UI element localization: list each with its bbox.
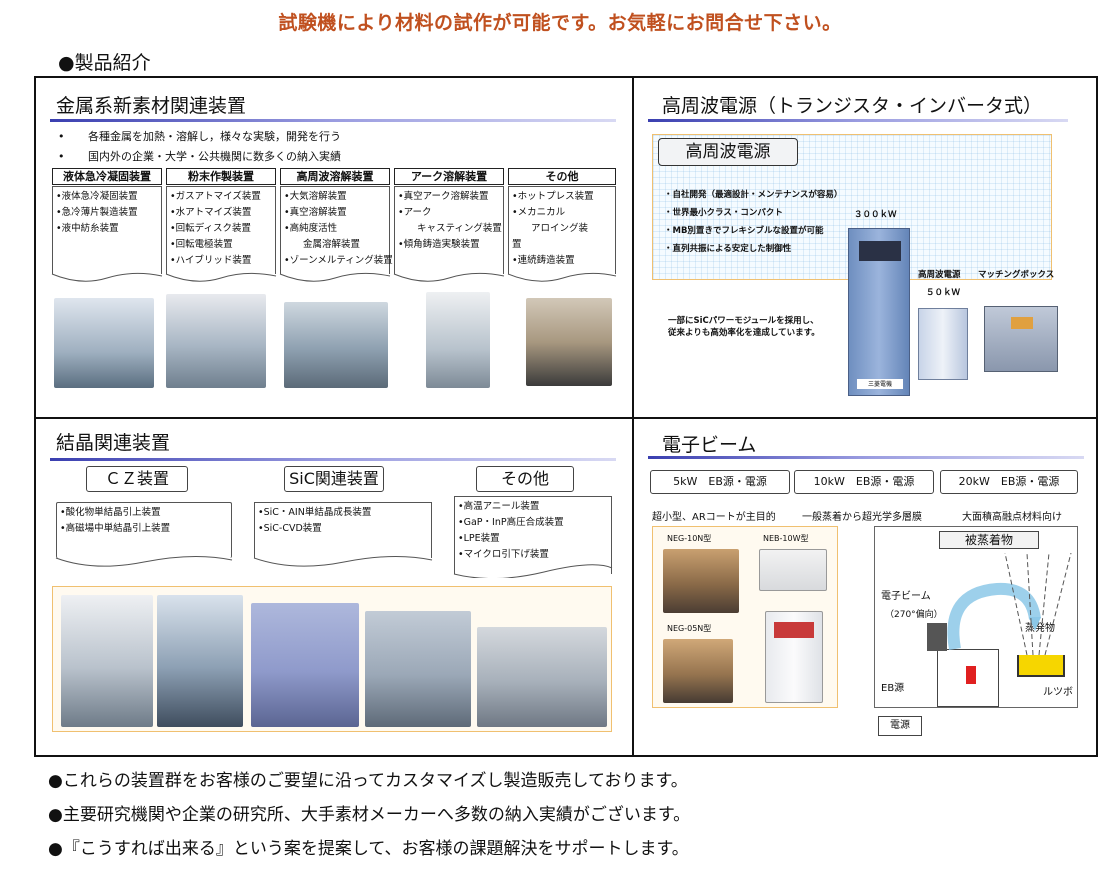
crystal-cat-label-1: ＣＺ装置 [86, 466, 188, 492]
label-300kw: ３００ｋＷ [854, 210, 897, 220]
divider-vertical [632, 78, 634, 755]
eb-tag-10kw: 10kW EB源・電源 [794, 470, 934, 494]
photo-neg05n [663, 639, 733, 703]
diagram-power: 電源 [878, 716, 922, 736]
photo-hot-press [526, 298, 612, 386]
metal-cat-label-2: 粉末作製装置 [166, 168, 276, 185]
eb-diagram: 被蒸着物 電子ビーム （270°偏向） 蒸発物 ルツボ EB源 [874, 526, 1078, 708]
diagram-filament [927, 623, 947, 651]
title-underline [50, 458, 616, 461]
photo-neg10n [663, 549, 739, 613]
crystal-cat-list-1: •酸化物単結晶引上装置•高磁場中単結晶引上装置 [56, 502, 232, 558]
diagram-eb-source [937, 649, 999, 707]
product-grid: 金属系新素材関連装置 •各種金属を加熱・溶解し，様々な実験，開発を行う •国内外… [34, 76, 1098, 757]
photo-neb10w [759, 549, 827, 591]
panel-title-metal: 金属系新素材関連装置 [56, 95, 247, 117]
wave-edges [55, 555, 613, 578]
photo-induction-melter [284, 302, 388, 388]
hf-feature-1: ・自社開発（最適設計・メンテナンスが容易） [664, 190, 843, 200]
metal-cat-list-1: •液体急冷凝固装置•急冷薄片製造装置•液中紡糸装置 [52, 186, 162, 274]
crystal-cat-label-3: その他 [476, 466, 574, 492]
photo-eb-cabinet [765, 611, 823, 703]
diagram-target: 被蒸着物 [939, 531, 1039, 549]
label-hf-power: 高周波電源 [918, 270, 961, 280]
hf-subtitle: 高周波電源 [658, 138, 798, 166]
diagram-deflect-label: （270°偏向） [885, 610, 943, 620]
diagram-beam-path [947, 553, 1072, 656]
metal-cat-list-5: •ホットプレス装置•メカニカル アロイング装置•連続鋳造装置 [508, 186, 616, 274]
hf-300kw-cabinet: 三菱電機 [848, 228, 910, 396]
eb-photo-panel: NEG-10N型 NEB-10W型 NEG-05N型 [652, 526, 838, 708]
label-50kw: ５０ｋＷ [926, 288, 961, 298]
panel-title-crystal: 結晶関連装置 [56, 432, 171, 454]
photo-sic-furnace [157, 595, 243, 727]
panel-title-eb: 電子ビーム [662, 434, 757, 456]
hf-50kw-unit [918, 308, 968, 380]
hf-feature-4: ・直列共振による安定した制御性 [664, 244, 792, 254]
metal-cat-label-4: アーク溶解装置 [394, 168, 504, 185]
intro-heading: ●製品紹介 [58, 52, 151, 74]
eb-tag-20kw: 20kW EB源・電源 [940, 470, 1078, 494]
eb-desc-5kw: 超小型、ARコートが主目的 [652, 512, 776, 523]
footer-line-2: ●主要研究機関や企業の研究所、大手素材メーカーへ多数の納入実績がございます。 [48, 805, 691, 825]
hf-cabinet-plate: 三菱電機 [857, 379, 903, 389]
model-neg10n: NEG-10N型 [667, 534, 712, 543]
metal-cat-list-3: •大気溶解装置•真空溶解装置•高純度活性 金属溶解装置•ゾーンメルティング装置 [280, 186, 393, 274]
model-neb10w: NEB-10W型 [763, 534, 809, 543]
hf-note-1: 一部にSiCパワーモジュールを採用し、 [668, 316, 819, 326]
photo-arc-melter [426, 292, 490, 388]
crystal-photo-strip [52, 586, 612, 732]
diagram-vapor-label: 蒸発物 [1025, 623, 1055, 634]
crystal-cat-list-2: •SiC・AIN単結晶成長装置•SiC-CVD装置 [254, 502, 432, 558]
metal-cat-label-5: その他 [508, 168, 616, 185]
diagram-beam-label: 電子ビーム [881, 591, 931, 602]
eb-desc-10kw: 一般蒸着から超光学多層膜 [802, 512, 922, 523]
hf-feature-3: ・MB別置きでフレキシブルな設置が可能 [664, 226, 824, 236]
photo-sic-cvd [251, 603, 359, 727]
eb-desc-20kw: 大面積高融点材料向け [962, 512, 1062, 523]
diagram-crucible-label: ルツボ [1043, 687, 1073, 698]
footer-line-1: ●これらの装置群をお客様のご要望に沿ってカスタマイズし製造販売しております。 [48, 771, 688, 791]
metal-bullet-2: •国内外の企業・大学・公共機関に数多くの納入実績 [58, 150, 341, 163]
matching-box [984, 306, 1058, 372]
banner-text: 試験機により材料の試作が可能です。お気軽にお問合せ下さい。 [278, 12, 842, 34]
photo-anneal-furnace [365, 611, 471, 727]
crystal-cat-label-2: SiC関連装置 [284, 466, 384, 492]
crystal-cat-list-3: •高温アニール装置•GaP・InP高圧合成装置•LPE装置•マイクロ引下げ装置 [454, 496, 612, 574]
metal-cat-label-1: 液体急冷凝固装置 [52, 168, 162, 185]
photo-cz-furnace [61, 595, 153, 727]
wave-edges [51, 272, 617, 282]
footer-line-3: ●『こうすれば出来る』という案を提案して、お客様の課題解決をサポートします。 [48, 839, 689, 859]
photo-atomizer [166, 294, 266, 388]
metal-bullet-1: •各種金属を加熱・溶解し，様々な実験，開発を行う [58, 130, 341, 143]
hf-note-2: 従来よりも高効率化を達成しています。 [668, 328, 820, 338]
title-underline [648, 456, 1084, 459]
divider-horizontal [36, 417, 1096, 419]
hf-feature-2: ・世界最小クラス・コンパクト [664, 208, 783, 218]
panel-title-hf: 高周波電源（トランジスタ・インバータ式） [662, 95, 1043, 117]
diagram-crucible [1017, 655, 1065, 677]
title-underline [648, 119, 1068, 122]
diagram-source-label: EB源 [881, 683, 905, 694]
model-neg05n: NEG-05N型 [667, 624, 712, 633]
label-matching-box: マッチングボックス [978, 270, 1055, 280]
metal-cat-list-4: •真空アーク溶解装置•アーク キャスティング装置•傾角鋳造実験装置 [394, 186, 504, 274]
metal-cat-list-2: •ガスアトマイズ装置•水アトマイズ装置•回転ディスク装置•回転電極装置•ハイブリ… [166, 186, 276, 274]
metal-cat-label-3: 高周波溶解装置 [280, 168, 390, 185]
photo-lpe-apparatus [477, 627, 607, 727]
eb-tag-5kw: 5kW EB源・電源 [650, 470, 790, 494]
title-underline [50, 119, 616, 122]
photo-rapid-quench [54, 298, 154, 388]
